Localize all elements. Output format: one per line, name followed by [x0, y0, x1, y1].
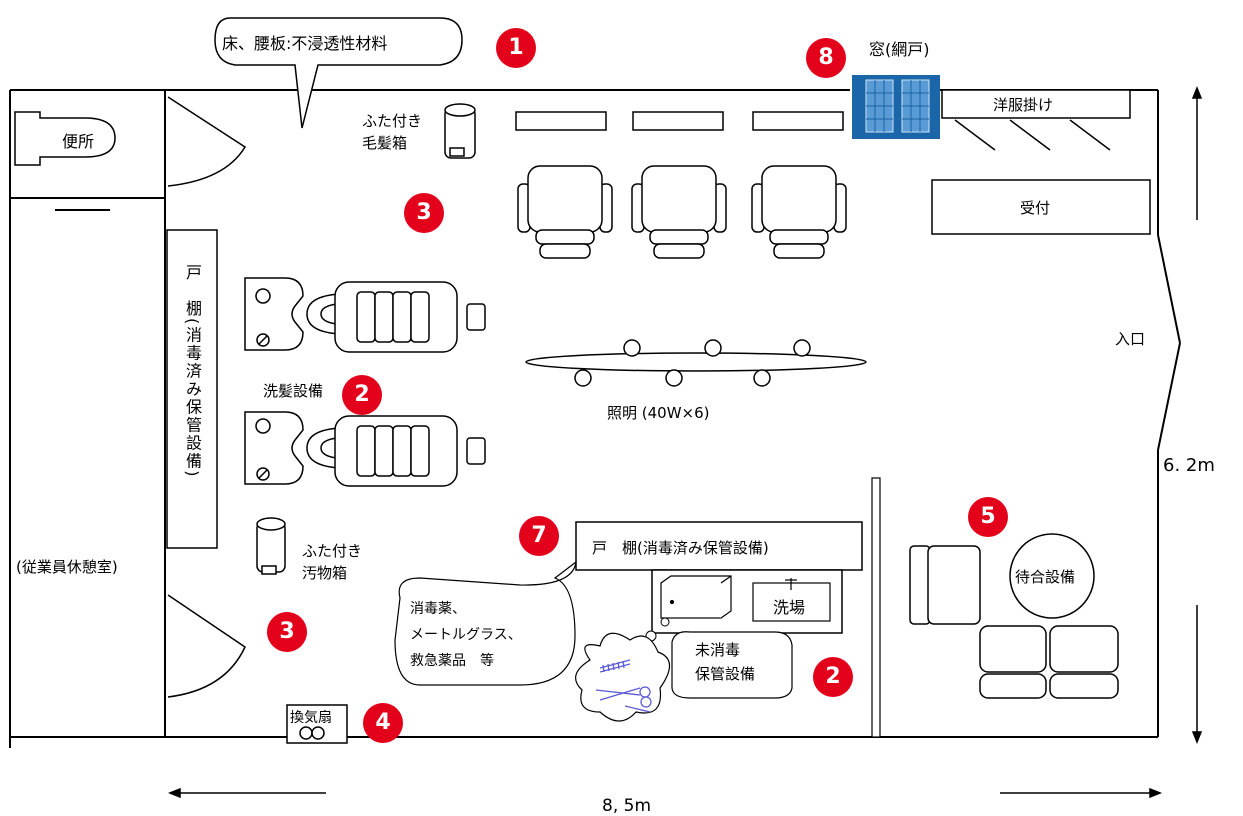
marker-2b: 2: [813, 657, 853, 697]
tools-cloud: [575, 632, 671, 722]
shampoo-label: 洗髪設備: [263, 382, 324, 400]
shampoo-stations: [244, 277, 486, 487]
marker-3b: 3: [267, 612, 307, 652]
window-icon: [852, 75, 940, 139]
fan-icon: [286, 704, 348, 744]
floor-callout-text: 床、腰板:不浸透性材料: [222, 34, 388, 53]
hair-box-label: ふた付き 毛髪箱: [362, 112, 423, 152]
supplies-callout-text: 消毒薬、 メートルグラス、 救急薬品 等: [410, 601, 522, 669]
entrance-label: 入口: [1115, 330, 1146, 348]
break-room-label: (従業員休憩室): [16, 558, 118, 576]
width-label: 8, 5m: [602, 796, 651, 816]
waste-box-label: ふた付き 汚物箱: [302, 542, 363, 582]
marker-5: 5: [968, 497, 1008, 537]
toilet-label: 便所: [62, 132, 95, 151]
clothes-hanger-label: 洋服掛け: [993, 96, 1054, 114]
cabinet-horizontal-label: 戸 棚(消毒済み保管設備): [592, 539, 769, 557]
cabinet-vertical-label: 戸 棚(消毒済み保管設備): [183, 264, 202, 479]
marker-8: 8: [806, 38, 846, 78]
fan-label: 換気扇: [290, 710, 332, 726]
marker-4: 4: [363, 703, 403, 743]
lighting-fixture: [525, 339, 867, 387]
marker-2a: 2: [342, 375, 382, 415]
lighting-label: 照明 (40W×6): [607, 404, 710, 422]
styling-chairs: [517, 165, 847, 259]
marker-3a: 3: [404, 193, 444, 233]
marker-7: 7: [519, 516, 559, 556]
waiting-furniture: [909, 533, 1119, 699]
window-label: 窓(網戸): [869, 40, 930, 59]
height-label: 6. 2m: [1163, 455, 1215, 476]
marker-1: 1: [496, 28, 536, 68]
waiting-label: 待合設備: [1015, 568, 1076, 586]
sink-label: 洗場: [773, 598, 806, 617]
unsterilized-label: 未消毒 保管設備: [695, 641, 756, 683]
reception-label: 受付: [1020, 199, 1051, 217]
